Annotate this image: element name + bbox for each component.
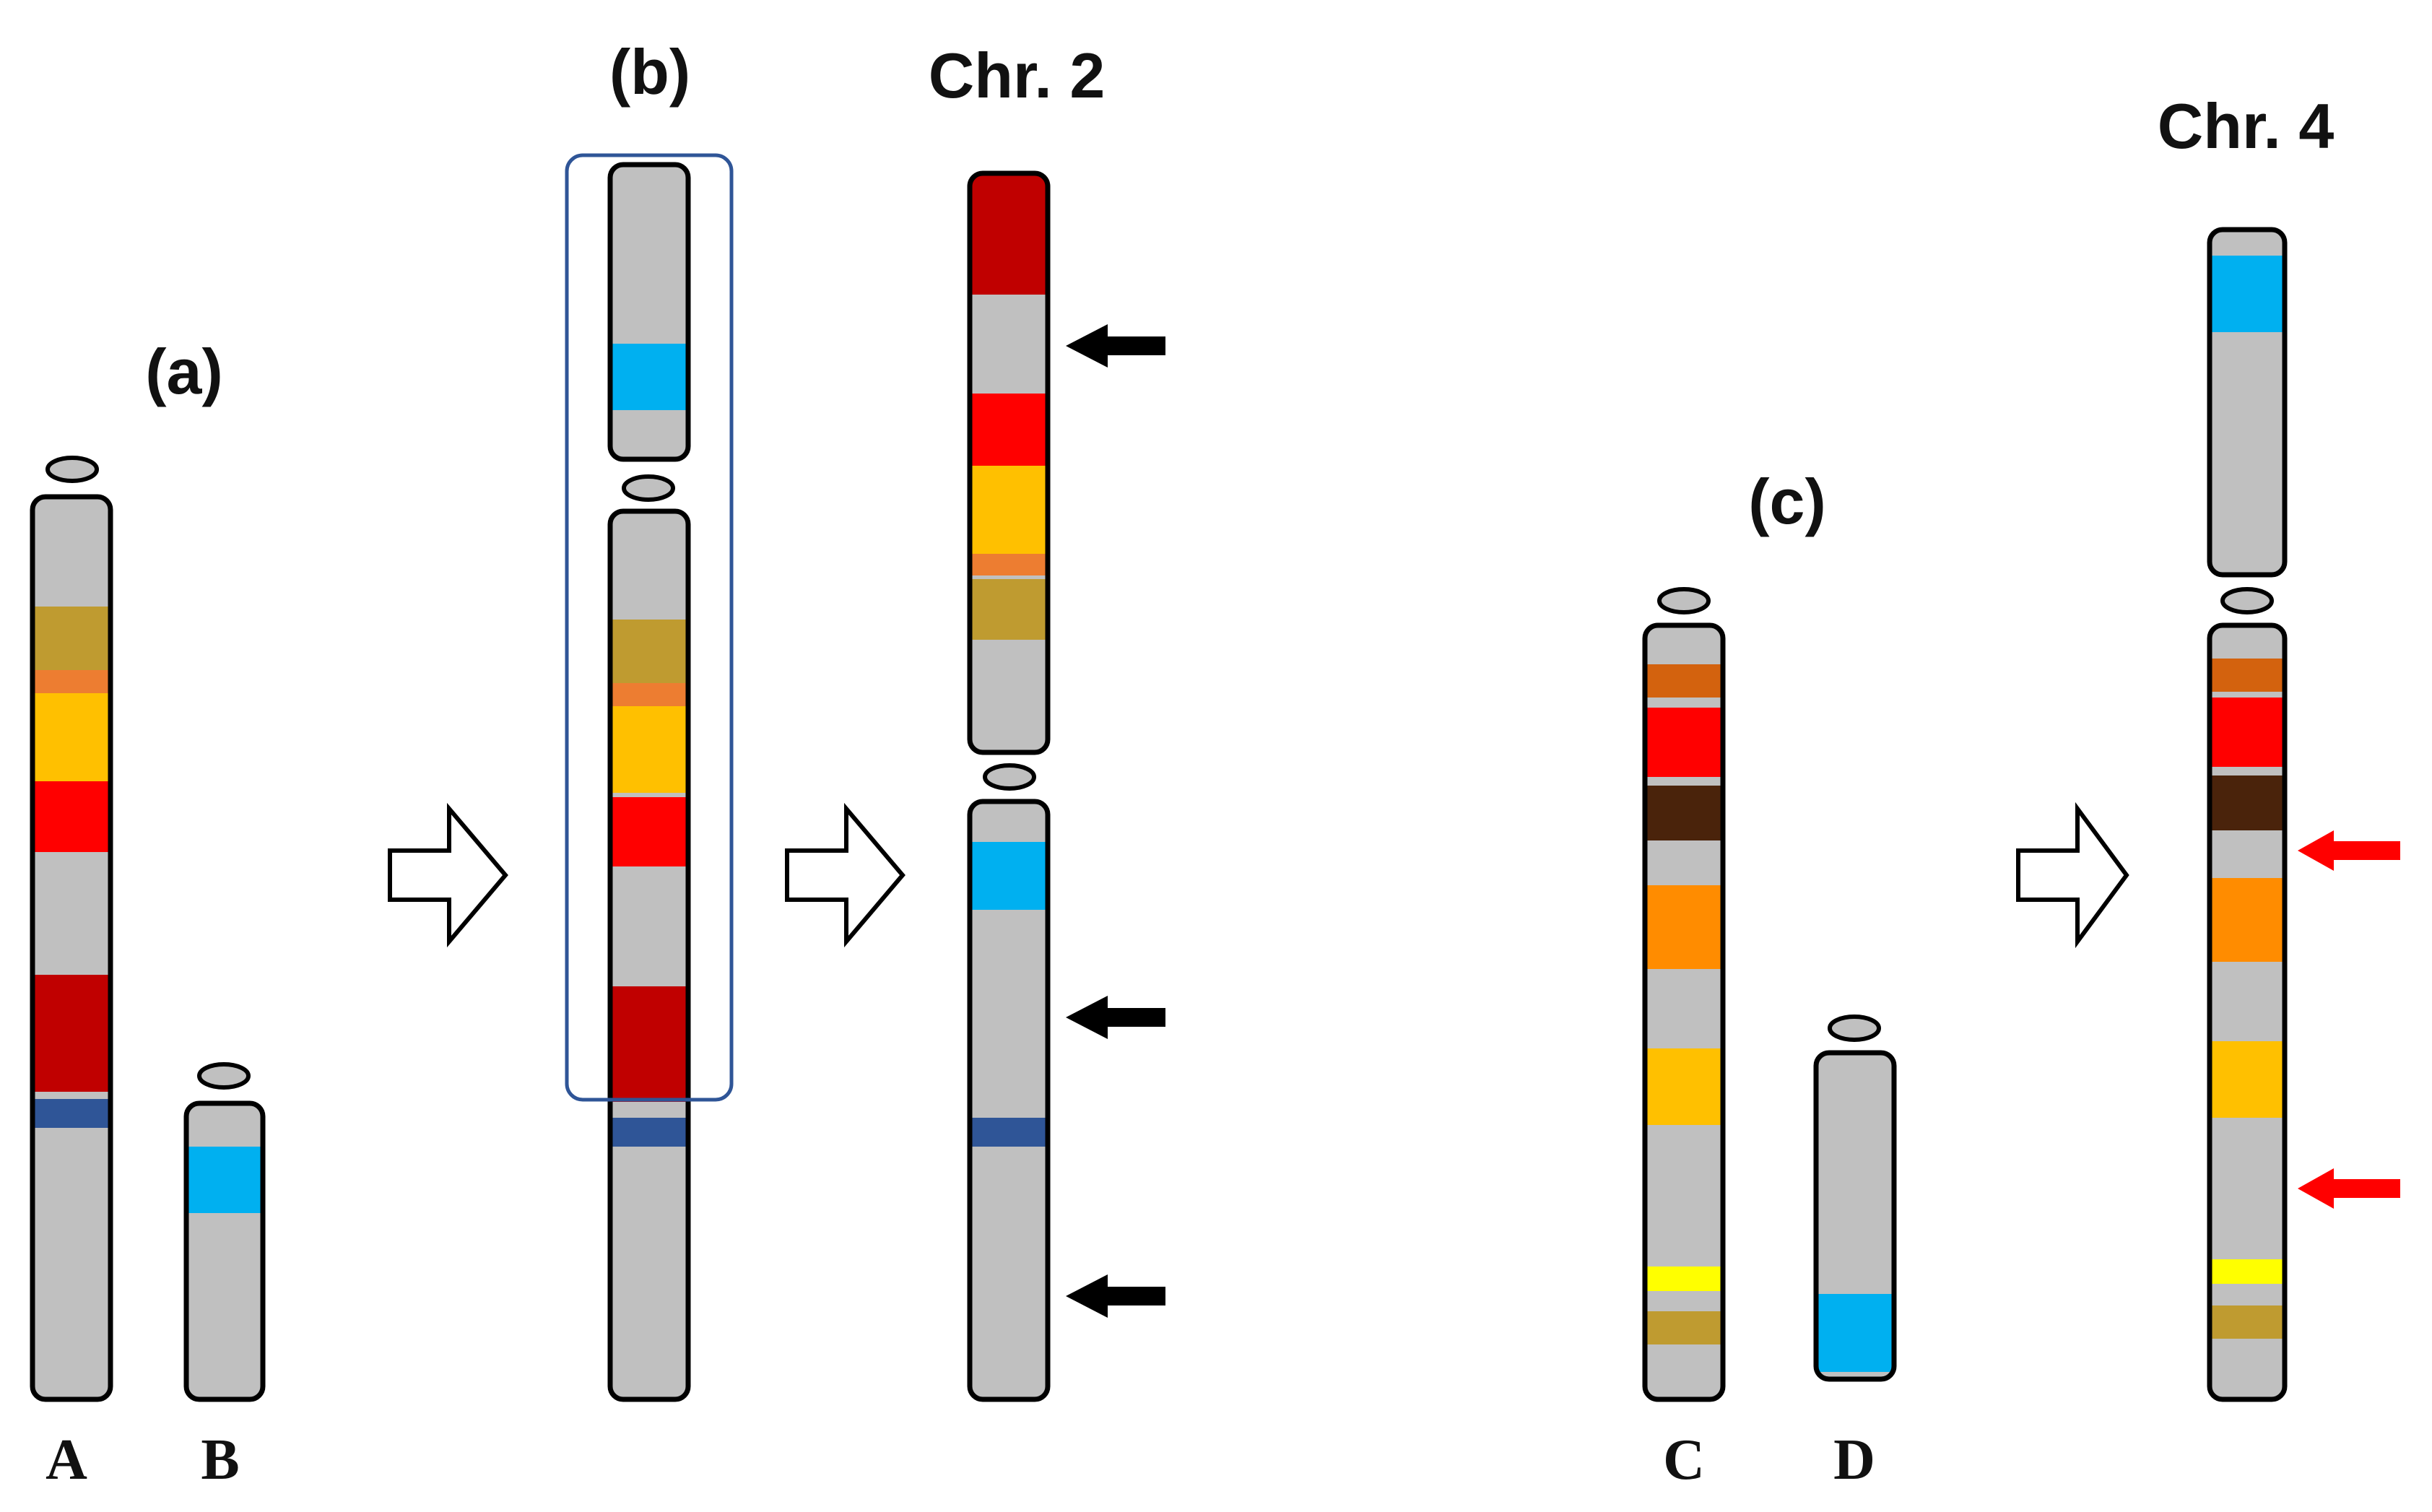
- chr2-lower-outline: [967, 799, 1051, 1402]
- left-arrow-icon: [1066, 996, 1165, 1039]
- chr2-upper-outline: [967, 170, 1051, 755]
- band-dark-red-fill: [970, 195, 1048, 295]
- band-navy: [32, 1099, 110, 1128]
- chromosome-label-d: D: [1833, 1428, 1875, 1492]
- band-red: [970, 394, 1048, 466]
- hollow-right-arrow-icon: [785, 802, 906, 948]
- band-sky-blue: [610, 344, 688, 410]
- red-left-arrow-icon: [2298, 830, 2400, 871]
- band-red: [1645, 708, 1723, 777]
- hollow-right-arrow-icon: [2016, 801, 2129, 949]
- fused-lower-outline: [607, 508, 691, 1402]
- centromere-fused: [622, 474, 675, 502]
- band-gold: [970, 466, 1048, 554]
- chromosome-label-a: A: [45, 1428, 87, 1492]
- band-olive: [2210, 1305, 2285, 1339]
- band-dark-brown: [1645, 786, 1723, 840]
- band-brown-orange: [1645, 664, 1723, 698]
- band-red: [2210, 698, 2285, 767]
- band-yellow: [1645, 1266, 1723, 1291]
- panel-label-b: (b): [609, 36, 690, 108]
- band-yellow: [2210, 1259, 2285, 1284]
- band-orange: [1645, 885, 1723, 969]
- fused-upper-outline: [607, 162, 691, 462]
- fused-chromosome: [607, 162, 691, 1402]
- centromere-c: [1657, 587, 1711, 614]
- chromosome-b: [183, 1062, 266, 1402]
- band-dark-brown: [2210, 775, 2285, 830]
- chromosome-c: [1642, 587, 1726, 1402]
- band-red: [32, 781, 110, 852]
- band-sky-blue: [970, 842, 1048, 910]
- band-orange-thin: [32, 670, 110, 693]
- band-dark-red: [610, 986, 688, 1102]
- red-left-arrow-icon: [2298, 1168, 2400, 1209]
- band-sky-blue: [186, 1147, 263, 1213]
- panel-label-a: (a): [145, 336, 223, 407]
- band-red: [610, 797, 688, 866]
- band-sky-blue: [1816, 1294, 1894, 1372]
- chromosome-label-b: B: [201, 1428, 239, 1492]
- centromere-a: [45, 456, 99, 483]
- chromosome-d-outline: [1813, 1050, 1897, 1382]
- chr4-upper-outline: [2207, 227, 2288, 578]
- left-arrow-icon: [1066, 324, 1165, 368]
- band-orange-thin: [970, 554, 1048, 575]
- centromere-b: [197, 1062, 251, 1090]
- band-sky-blue: [2210, 256, 2285, 332]
- band-brown-orange: [2210, 659, 2285, 692]
- hollow-right-arrow-icon: [388, 802, 508, 948]
- centromere-chr2: [983, 763, 1036, 791]
- band-olive: [32, 607, 110, 670]
- chr2-lower-body: [970, 801, 1048, 1399]
- chromosome-b-outline: [183, 1100, 266, 1402]
- band-gold: [1645, 1048, 1723, 1125]
- chromosome-chr2: [967, 170, 1051, 1402]
- band-olive: [970, 579, 1048, 640]
- centromere-chr4: [2220, 587, 2274, 614]
- band-navy: [610, 1118, 688, 1147]
- band-orange-thin: [610, 683, 688, 706]
- chromosome-title-chr2: Chr. 2: [929, 40, 1106, 111]
- band-gold: [610, 706, 688, 793]
- chromosome-a-outline: [30, 494, 113, 1402]
- chromosome-label-c: C: [1663, 1428, 1705, 1492]
- band-gold: [32, 693, 110, 781]
- chromosome-title-chr4: Chr. 4: [2158, 90, 2335, 162]
- left-arrow-icon: [1066, 1274, 1165, 1318]
- band-olive: [1645, 1311, 1723, 1344]
- band-navy: [970, 1118, 1048, 1147]
- band-dark-red: [32, 975, 110, 1092]
- chr4-lower-outline: [2207, 622, 2288, 1402]
- centromere-d: [1828, 1014, 1881, 1042]
- fused-upper-body: [610, 165, 688, 459]
- chromosome-c-outline: [1642, 622, 1726, 1402]
- fusion-highlight-box: [565, 153, 734, 1102]
- chromosome-d: [1813, 1014, 1897, 1382]
- chromosome-a: [30, 456, 113, 1402]
- band-orange: [2210, 878, 2285, 962]
- band-gold: [2210, 1041, 2285, 1118]
- chromosome-chr4: [2207, 227, 2288, 1402]
- band-olive: [610, 620, 688, 683]
- panel-label-c: (c): [1748, 466, 1826, 537]
